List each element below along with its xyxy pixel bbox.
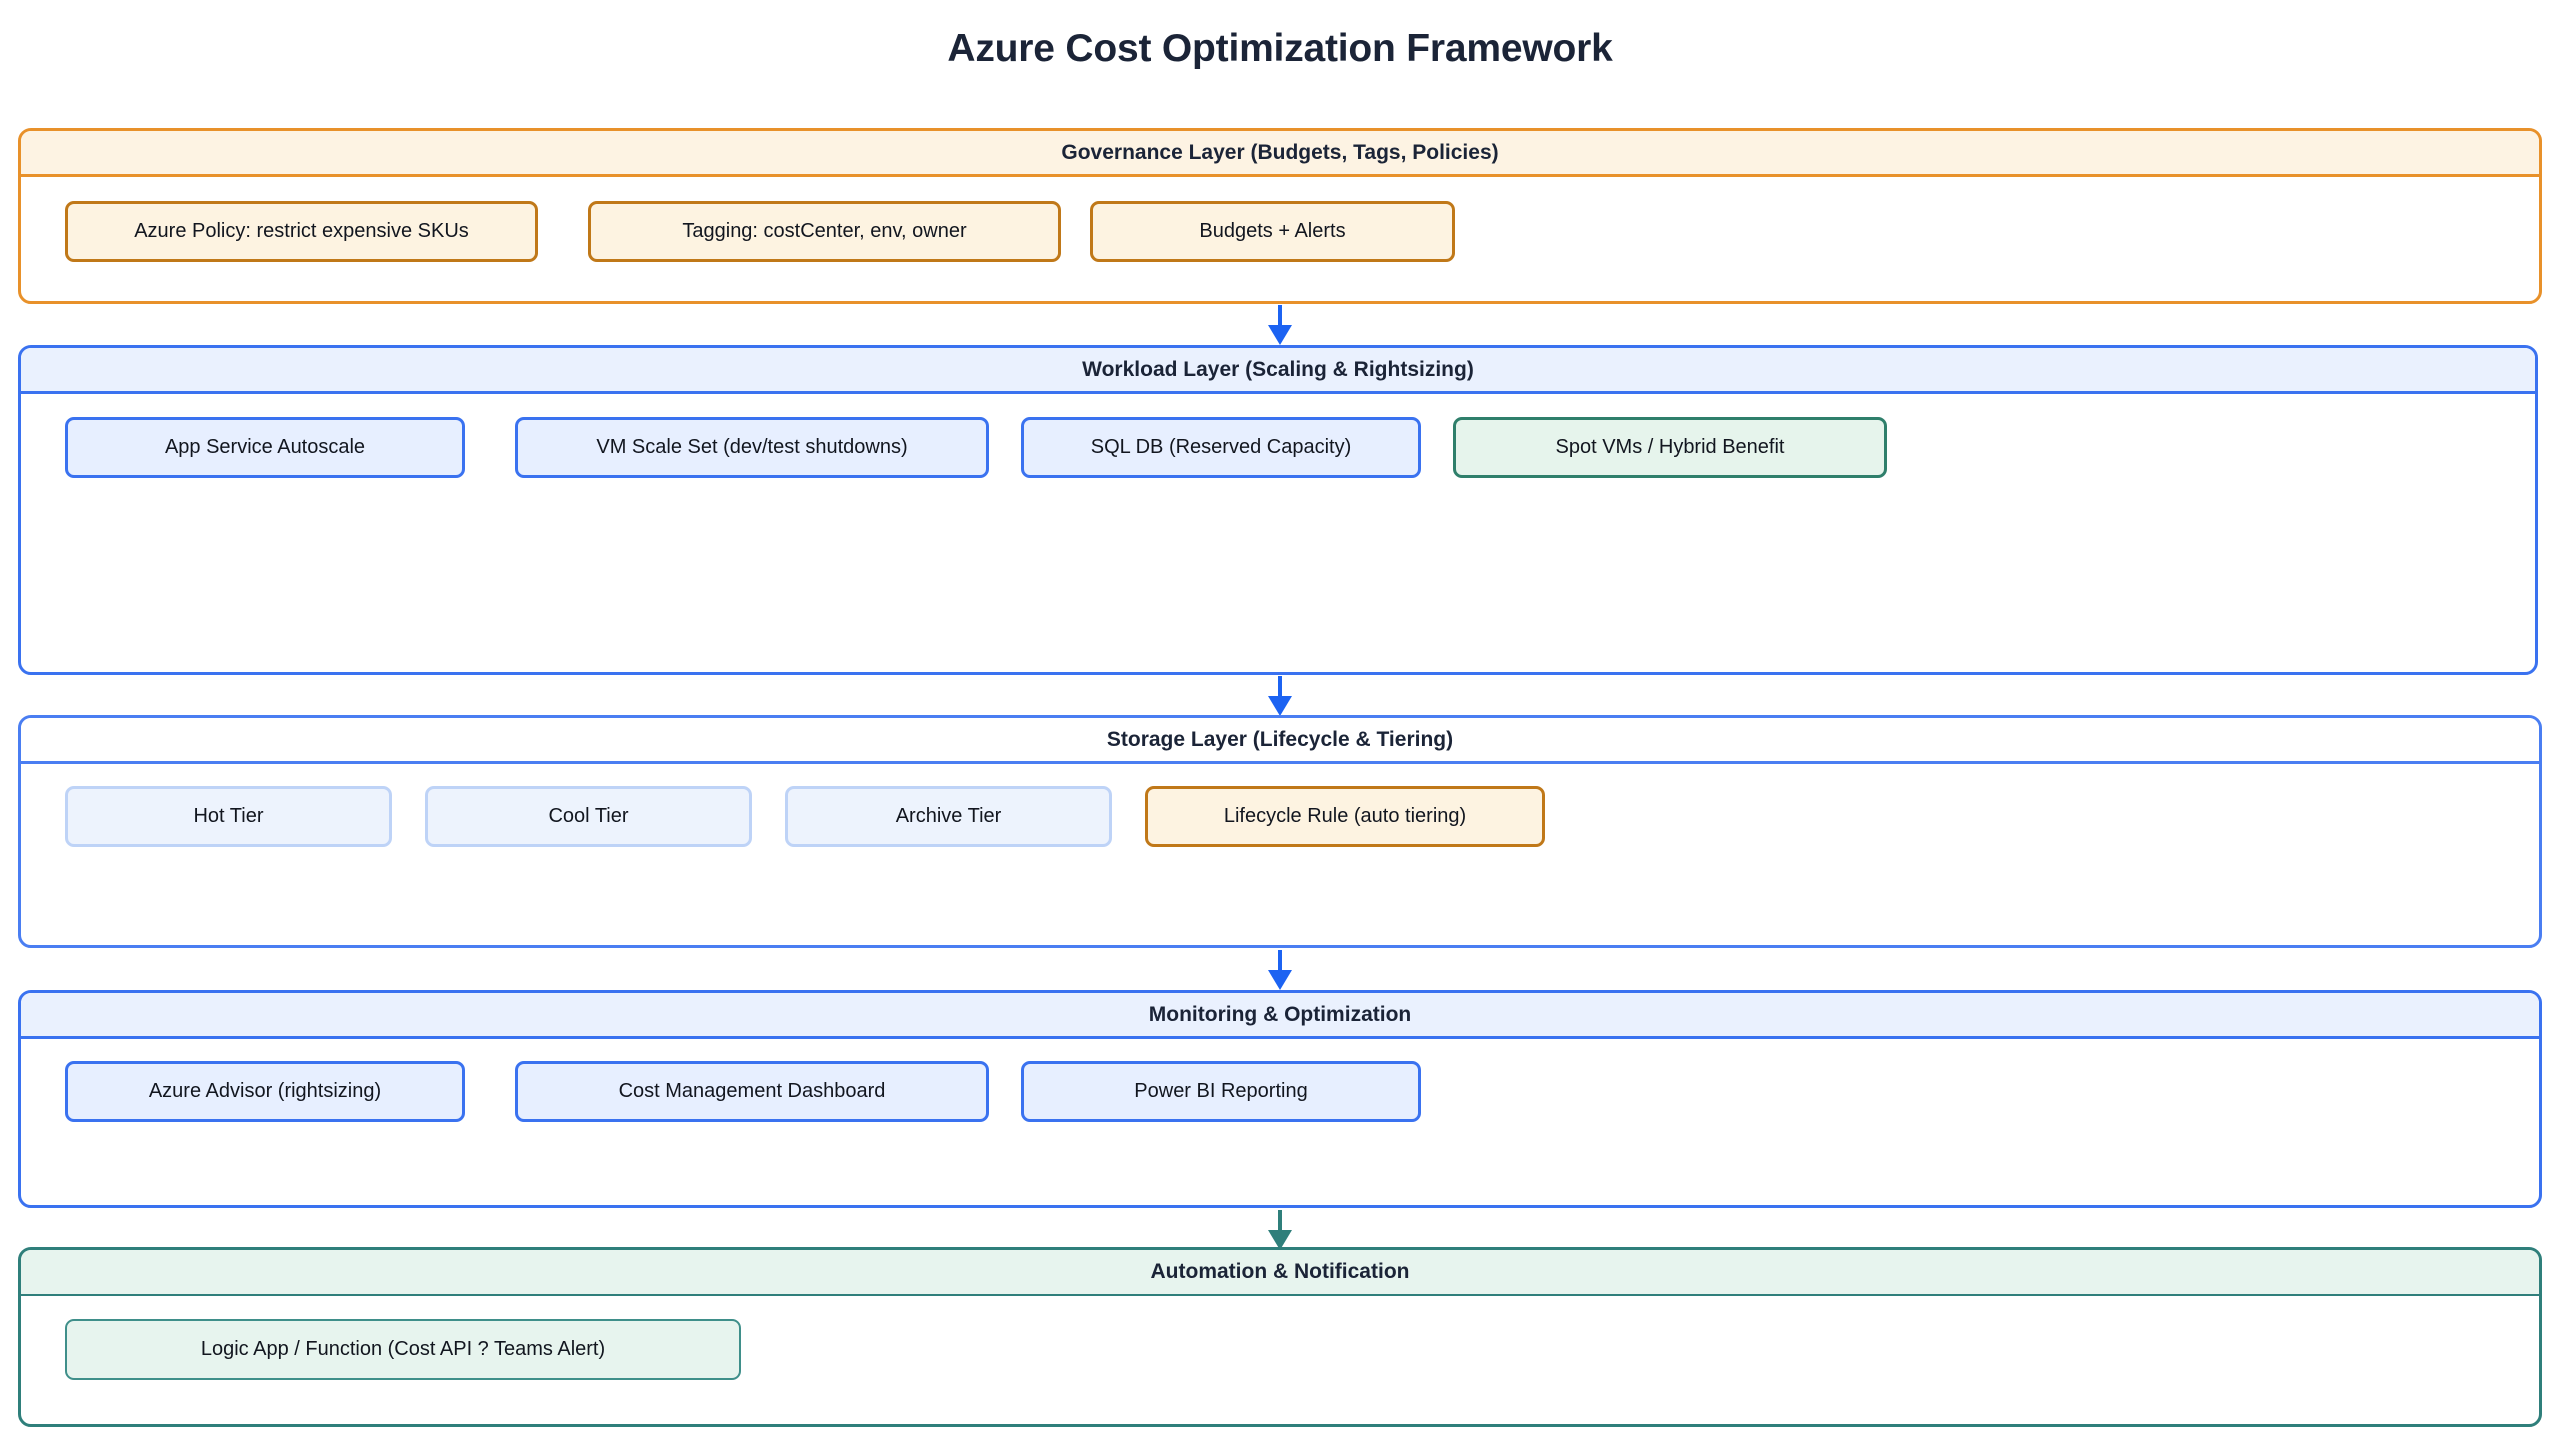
connector-governance-to-workload (1266, 305, 1294, 345)
connector-workload-to-storage (1266, 676, 1294, 716)
layer-automation-body: Logic App / Function (Cost API ? Teams A… (21, 1296, 2539, 1424)
connector-shaft (1278, 950, 1282, 972)
node-cost-management-dashboard[interactable]: Cost Management Dashboard (515, 1061, 989, 1122)
layer-automation-header: Automation & Notification (21, 1250, 2539, 1296)
node-azure-advisor[interactable]: Azure Advisor (rightsizing) (65, 1061, 465, 1122)
node-power-bi-reporting[interactable]: Power BI Reporting (1021, 1061, 1421, 1122)
layer-automation: Automation & Notification Logic App / Fu… (18, 1247, 2542, 1427)
layer-monitoring-header: Monitoring & Optimization (21, 993, 2539, 1039)
layer-governance-header: Governance Layer (Budgets, Tags, Policie… (21, 131, 2539, 177)
connector-shaft (1278, 1210, 1282, 1232)
node-budgets-alerts[interactable]: Budgets + Alerts (1090, 201, 1455, 262)
node-sql-db-reserved-capacity[interactable]: SQL DB (Reserved Capacity) (1021, 417, 1421, 478)
connector-storage-to-monitoring (1266, 950, 1294, 990)
connector-arrowhead (1268, 325, 1292, 345)
layer-workload-header: Workload Layer (Scaling & Rightsizing) (21, 348, 2535, 394)
layer-monitoring: Monitoring & Optimization Azure Advisor … (18, 990, 2542, 1208)
layer-storage-header: Storage Layer (Lifecycle & Tiering) (21, 718, 2539, 764)
node-tagging[interactable]: Tagging: costCenter, env, owner (588, 201, 1061, 262)
connector-shaft (1278, 305, 1282, 327)
node-spot-vms-hybrid-benefit[interactable]: Spot VMs / Hybrid Benefit (1453, 417, 1887, 478)
layer-workload-body: App Service Autoscale VM Scale Set (dev/… (21, 394, 2535, 672)
node-azure-policy[interactable]: Azure Policy: restrict expensive SKUs (65, 201, 538, 262)
connector-shaft (1278, 676, 1282, 698)
layer-governance-body: Azure Policy: restrict expensive SKUs Ta… (21, 177, 2539, 301)
layer-storage-body: Hot Tier Cool Tier Archive Tier Lifecycl… (21, 764, 2539, 945)
node-cool-tier[interactable]: Cool Tier (425, 786, 752, 847)
layer-monitoring-body: Azure Advisor (rightsizing) Cost Managem… (21, 1039, 2539, 1205)
connector-arrowhead (1268, 970, 1292, 990)
page-title: Azure Cost Optimization Framework (947, 27, 1613, 70)
layer-workload: Workload Layer (Scaling & Rightsizing) A… (18, 345, 2538, 675)
node-archive-tier[interactable]: Archive Tier (785, 786, 1112, 847)
node-lifecycle-rule[interactable]: Lifecycle Rule (auto tiering) (1145, 786, 1545, 847)
node-vm-scale-set[interactable]: VM Scale Set (dev/test shutdowns) (515, 417, 989, 478)
node-logic-app-function[interactable]: Logic App / Function (Cost API ? Teams A… (65, 1319, 741, 1380)
layer-storage: Storage Layer (Lifecycle & Tiering) Hot … (18, 715, 2542, 948)
layer-governance: Governance Layer (Budgets, Tags, Policie… (18, 128, 2542, 304)
connector-monitoring-to-automation (1266, 1210, 1294, 1250)
node-app-service-autoscale[interactable]: App Service Autoscale (65, 417, 465, 478)
connector-arrowhead (1268, 1230, 1292, 1250)
connector-arrowhead (1268, 696, 1292, 716)
node-hot-tier[interactable]: Hot Tier (65, 786, 392, 847)
